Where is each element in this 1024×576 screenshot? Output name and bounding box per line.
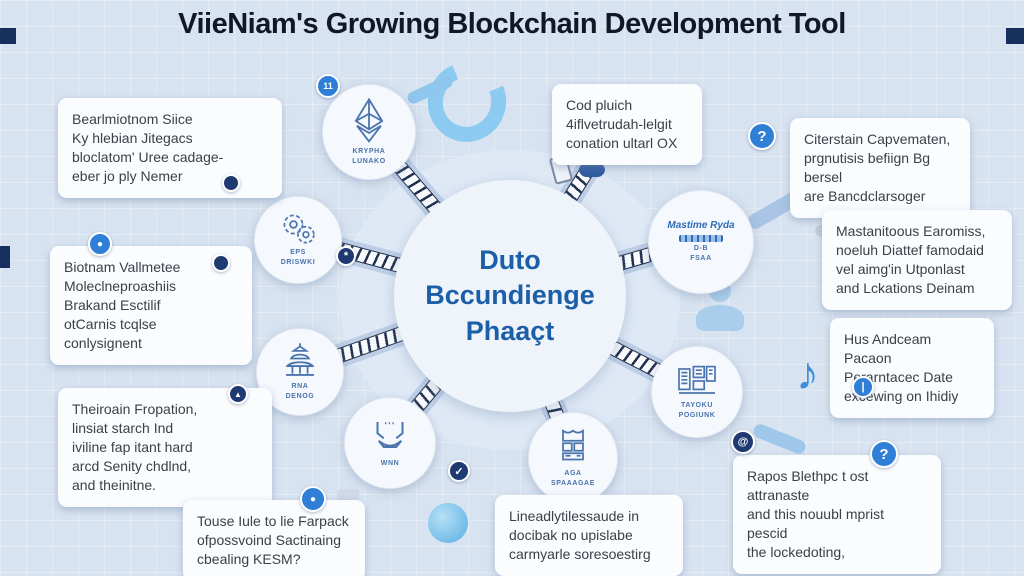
node-documents: TAYOKU POGIUNK bbox=[651, 346, 743, 438]
music-note-icon: ♪ bbox=[796, 347, 819, 399]
gear-badge-icon: * bbox=[336, 246, 356, 266]
at-sign-icon: @ bbox=[731, 430, 755, 454]
callout-text: Biotnam Vallmetee Moleclneproashiis Brak… bbox=[64, 259, 181, 352]
callout-text: Hus Andceam Pacaon Perarntacec Date exce… bbox=[844, 331, 959, 405]
node-logo: Mastime Ryda D-B FSAA bbox=[648, 190, 754, 294]
person-badge-icon: ● bbox=[88, 232, 112, 256]
dot-badge-icon bbox=[212, 254, 230, 272]
edge-square-left bbox=[0, 246, 10, 268]
node-hands: WNN bbox=[344, 397, 436, 489]
central-hub-text: Duto Bccundienge Phaaçt bbox=[425, 244, 595, 346]
arrow-up-badge-icon: ▲ bbox=[228, 384, 248, 404]
node-ledger: AGA SPAAAGAE bbox=[528, 412, 618, 504]
callout-text: Lineadlytilessaude in docibak no upislab… bbox=[509, 508, 651, 563]
question-icon: ? bbox=[870, 440, 898, 468]
callout-bottom-left: Touse Iule to lie Farpack ofpossvoind Sa… bbox=[183, 500, 365, 576]
person-body bbox=[579, 162, 605, 177]
node-label: AGA SPAAAGAE bbox=[551, 470, 595, 487]
vehicle-badge-icon: ● bbox=[300, 486, 326, 512]
ethereum-icon bbox=[349, 97, 389, 145]
edge-square-top-right bbox=[1006, 28, 1024, 44]
callout-top-center: Cod pluich 4iflvetrudah-lelgit conation … bbox=[552, 84, 702, 166]
question-icon: ? bbox=[748, 122, 776, 150]
documents-icon bbox=[674, 363, 720, 399]
curved-arrow-shape bbox=[415, 50, 519, 154]
callout-left-bottom: Theiroain Fropation, linsiat starch Ind … bbox=[58, 388, 272, 508]
edge-square-top-left bbox=[0, 28, 16, 44]
person-body bbox=[696, 305, 744, 331]
node-label: TAYOKU POGIUNK bbox=[678, 402, 716, 419]
gears-icon bbox=[277, 212, 319, 246]
arm-rod bbox=[751, 422, 808, 456]
node-label: WNN bbox=[380, 460, 400, 468]
pagoda-icon bbox=[279, 342, 321, 380]
node-gears: EPS DRISWKI bbox=[254, 196, 342, 284]
central-hub: Duto Bccundienge Phaaçt bbox=[394, 180, 626, 412]
pause-badge-icon: 11 bbox=[316, 74, 340, 98]
callout-text: Mastanitoous Earomiss, noeluh Diattef fa… bbox=[836, 223, 986, 297]
callout-text: Theiroain Fropation, linsiat starch Ind … bbox=[72, 401, 198, 494]
logo-wordmark: Mastime Ryda bbox=[667, 220, 735, 232]
callout-right-bottom: Rapos Blethpc t ost attranaste and this … bbox=[733, 455, 941, 575]
ledger-grid-icon bbox=[553, 427, 593, 467]
callout-text: Touse Iule to lie Farpack ofpossvoind Sa… bbox=[197, 513, 349, 568]
callout-bottom-center: Lineadlytilessaude in docibak no upislab… bbox=[495, 495, 683, 576]
callout-text: Rapos Blethpc t ost attranaste and this … bbox=[747, 468, 884, 561]
check-icon: ✓ bbox=[448, 460, 470, 482]
dot-badge-icon bbox=[222, 174, 240, 192]
callout-text: Citerstain Capvematen, prgnutisis befiig… bbox=[804, 131, 951, 205]
callout-right-top: Citerstain Capvematen, prgnutisis befiig… bbox=[790, 118, 970, 219]
page-title: ViieNiam's Growing Blockchain Developmen… bbox=[178, 8, 846, 40]
logo-bar bbox=[679, 235, 723, 243]
callout-top-left: Bearlmiotnom Siice Ky hlebian Jitegacs b… bbox=[58, 98, 282, 199]
node-label: D-B FSAA bbox=[690, 245, 712, 262]
globe-swirl-icon bbox=[428, 503, 468, 543]
hands-holding-icon bbox=[368, 417, 412, 457]
bar-badge-icon: | bbox=[852, 376, 874, 398]
callout-right-middle: Mastanitoous Earomiss, noeluh Diattef fa… bbox=[822, 210, 1012, 311]
node-label: KRYPHA LUNAKO bbox=[352, 148, 386, 165]
callout-text: Cod pluich 4iflvetrudah-lelgit conation … bbox=[566, 97, 678, 152]
callout-text: Bearlmiotnom Siice Ky hlebian Jitegacs b… bbox=[72, 111, 224, 185]
node-ethereum: KRYPHA LUNAKO bbox=[322, 84, 416, 180]
node-label: EPS DRISWKI bbox=[280, 249, 316, 266]
node-label: RNA DENOG bbox=[285, 383, 315, 400]
callout-right-lower: Hus Andceam Pacaon Perarntacec Date exce… bbox=[830, 318, 994, 419]
